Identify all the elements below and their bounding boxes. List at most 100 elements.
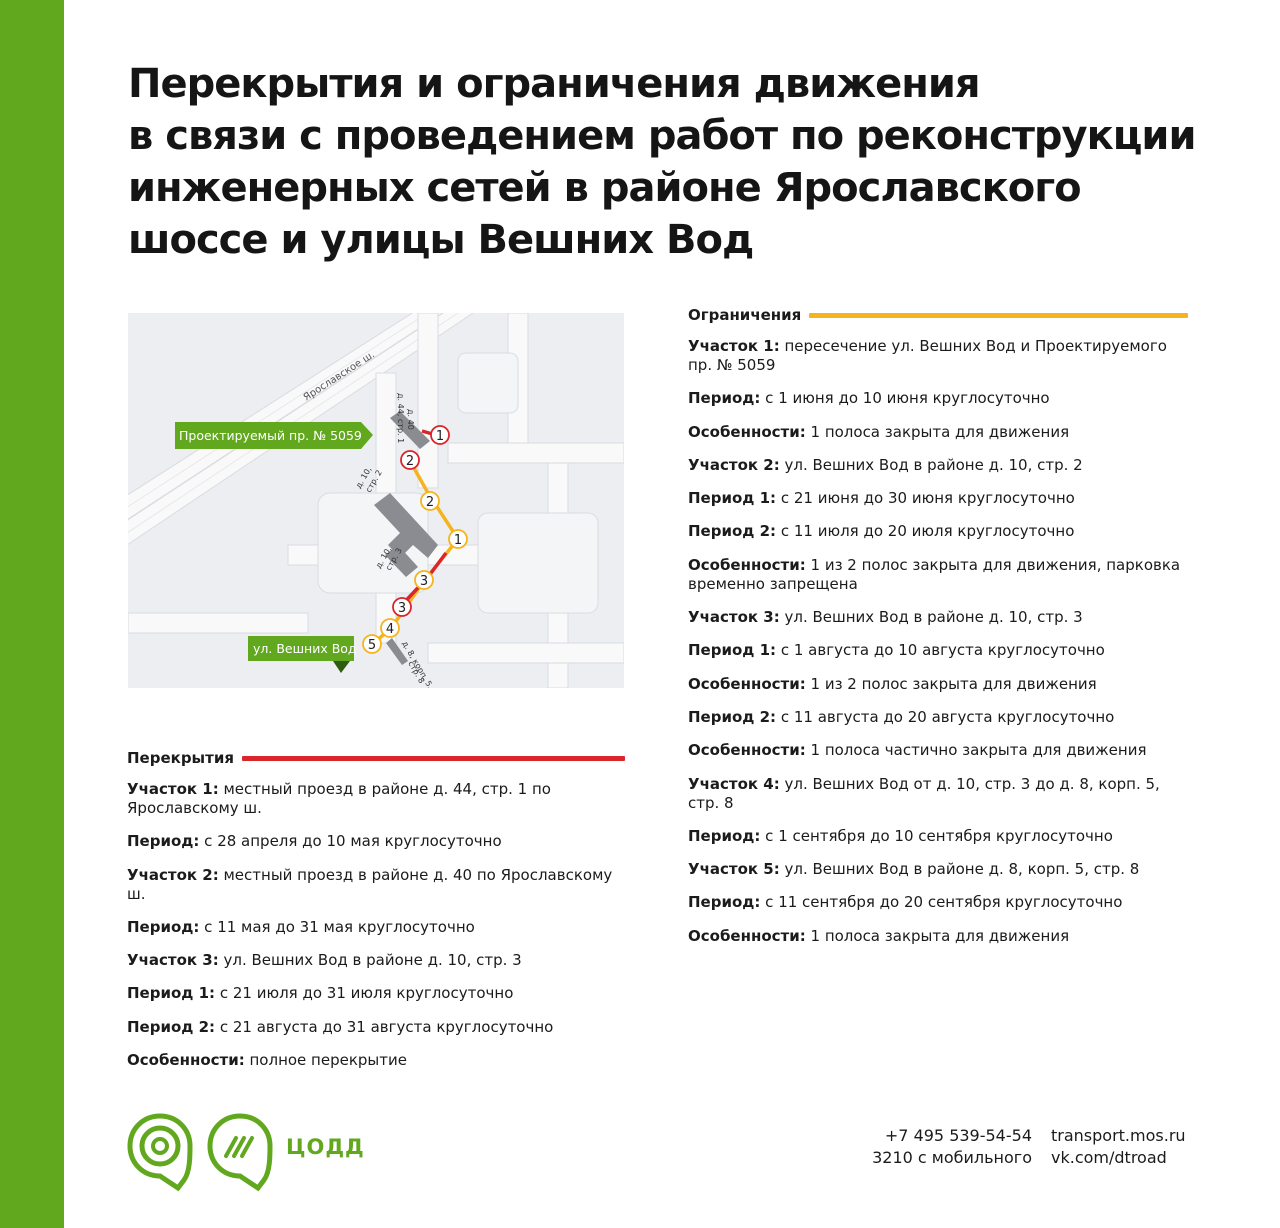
- entry-text: с 1 сентября до 10 сентября круглосуточн…: [760, 826, 1113, 845]
- entry-label: Участок 5:: [688, 860, 780, 879]
- entry-text: с 28 апреля до 10 мая круглосуточно: [199, 832, 502, 851]
- building-label: д. 40: [406, 409, 415, 430]
- page-title: Перекрытия и ограничения движения в связ…: [128, 58, 1228, 266]
- callout-projected-label: Проектируемый пр. № 5059: [179, 428, 362, 443]
- entry-text: с 21 августа до 31 августа круглосуточно: [215, 1017, 554, 1036]
- entry-text: с 11 мая до 31 мая круглосуточно: [199, 917, 475, 936]
- entry-text: с 1 июня до 10 июня круглосуточно: [760, 389, 1050, 408]
- entry-text: с 1 августа до 10 августа круглосуточно: [776, 641, 1105, 660]
- info-entry: Период: с 1 июня до 10 июня круглосуточн…: [688, 389, 1188, 408]
- building-label: д. 44, стр. 1: [396, 393, 405, 443]
- entry-label: Период 1:: [688, 489, 777, 508]
- info-entry: Участок 3: ул. Вешних Вод в районе д. 10…: [127, 951, 625, 970]
- marker-yellow-2[interactable]: 2: [420, 491, 440, 511]
- entry-label: Период:: [127, 917, 200, 936]
- restrictions-heading-text: Ограничения: [688, 305, 802, 324]
- info-entry: Период: с 28 апреля до 10 мая круглосуто…: [127, 832, 625, 851]
- marker-yellow-4[interactable]: 4: [380, 618, 400, 638]
- info-entry: Особенности: 1 полоса закрыта для движен…: [688, 423, 1188, 442]
- entry-text: ул. Вешних Вод в районе д. 10, стр. 3: [218, 951, 522, 970]
- restrictions-section: Ограничения Участок 1: пересечение ул. В…: [688, 305, 1188, 960]
- info-entry: Участок 1: местный проезд в районе д. 44…: [127, 780, 625, 818]
- info-entry: Период 1: с 21 июня до 30 июня круглосут…: [688, 489, 1188, 508]
- phone-number[interactable]: +7 495 539-54-54: [884, 1126, 1032, 1145]
- entry-text: ул. Вешних Вод в районе д. 10, стр. 3: [779, 608, 1083, 627]
- info-entry: Особенности: полное перекрытие: [127, 1051, 625, 1070]
- restrictions-heading-line: [809, 312, 1188, 318]
- logo-outer-ring: [127, 1113, 193, 1192]
- marker-yellow-1[interactable]: 1: [448, 529, 468, 549]
- info-entry: Период: с 1 сентября до 10 сентября круг…: [688, 827, 1188, 846]
- marker-number: 1: [436, 429, 444, 444]
- marker-yellow-5[interactable]: 5: [362, 634, 382, 654]
- marker-red-2[interactable]: 2: [400, 450, 420, 470]
- entry-text: ул. Вешних Вод в районе д. 10, стр. 2: [779, 455, 1083, 474]
- entry-label: Участок 1:: [127, 780, 219, 798]
- logo-inner-ring: [151, 1137, 169, 1155]
- entry-label: Особенности:: [688, 422, 806, 441]
- marker-number: 2: [426, 495, 434, 510]
- marker-number: 4: [386, 622, 394, 637]
- logo-cod-ring: [207, 1113, 273, 1192]
- info-entry: Период: с 11 сентября до 20 сентября кру…: [688, 893, 1188, 912]
- entry-text: 1 полоса закрыта для движения: [805, 926, 1070, 945]
- left-accent-bar: [0, 0, 64, 1228]
- logo-mark[interactable]: [126, 1112, 194, 1192]
- info-entry: Период 2: с 21 августа до 31 августа кру…: [127, 1018, 625, 1037]
- entry-text: с 21 июля до 31 июля круглосуточно: [215, 984, 514, 1003]
- info-entry: Период: с 11 мая до 31 мая круглосуточно: [127, 918, 625, 937]
- entry-label: Участок 2:: [127, 865, 219, 884]
- logo-cod-stripes: [224, 1136, 254, 1158]
- logo-mid-ring: [139, 1125, 181, 1167]
- entry-label: Особенности:: [688, 741, 806, 760]
- entry-text: с 21 июня до 30 июня круглосуточно: [776, 489, 1075, 508]
- entry-text: местный проезд в районе д. 44, стр. 1 по…: [127, 780, 551, 817]
- entry-label: Период 1:: [127, 984, 216, 1003]
- route-map[interactable]: Ярославское ш. д. 44, стр. 1 д. 40 д. 10…: [128, 313, 624, 688]
- info-entry: Участок 2: местный проезд в районе д. 40…: [127, 866, 625, 904]
- info-entry: Участок 2: ул. Вешних Вод в районе д. 10…: [688, 456, 1188, 475]
- entry-label: Период:: [688, 893, 761, 912]
- info-entry: Период 2: с 11 августа до 20 августа кру…: [688, 708, 1188, 727]
- entry-text: 1 из 2 полос закрыта для движения, парко…: [688, 555, 1181, 593]
- entry-label: Период 2:: [127, 1017, 216, 1036]
- closures-heading-line: [241, 755, 625, 761]
- entry-label: Особенности:: [688, 674, 806, 693]
- entry-label: Участок 3:: [688, 608, 780, 627]
- entry-text: с 11 сентября до 20 сентября круглосуточ…: [760, 893, 1123, 912]
- contacts-phone: +7 495 539-54-54 3210 с мобильного: [862, 1125, 1032, 1169]
- info-entry: Период 2: с 11 июля до 20 июля круглосут…: [688, 522, 1188, 541]
- info-entry: Период 1: с 1 августа до 10 августа круг…: [688, 641, 1188, 660]
- entry-text: местный проезд в районе д. 40 по Ярослав…: [127, 865, 613, 903]
- logo-cod-mark[interactable]: [206, 1112, 274, 1192]
- title-line: инженерных сетей в районе Ярославского: [128, 165, 1082, 211]
- entry-label: Особенности:: [688, 926, 806, 945]
- entry-label: Участок 3:: [127, 951, 219, 970]
- title-line: шоссе и улицы Вешних Вод: [128, 217, 754, 263]
- logo-text: ЦОДД: [286, 1135, 365, 1159]
- entry-label: Участок 4:: [688, 774, 780, 793]
- entry-label: Участок 2:: [688, 455, 780, 474]
- vk-link[interactable]: vk.com/dtroad: [1051, 1148, 1167, 1167]
- entry-label: Период 2:: [688, 522, 777, 541]
- entry-label: Период 2:: [688, 707, 777, 726]
- entry-text: с 11 июля до 20 июля круглосуточно: [776, 522, 1075, 541]
- entry-label: Участок 1:: [688, 337, 780, 355]
- entry-text: пересечение ул. Вешних Вод и Проектируем…: [688, 337, 1167, 374]
- info-entry: Особенности: 1 полоса закрыта для движен…: [688, 927, 1188, 946]
- callout-projected[interactable]: Проектируемый пр. № 5059: [175, 422, 373, 449]
- entry-label: Период:: [688, 389, 761, 408]
- info-entry: Участок 3: ул. Вешних Вод в районе д. 10…: [688, 608, 1188, 627]
- closures-list: Участок 1: местный проезд в районе д. 44…: [127, 780, 625, 1070]
- entry-label: Период:: [127, 832, 200, 851]
- marker-yellow-3[interactable]: 3: [414, 570, 434, 590]
- info-entry: Участок 1: пересечение ул. Вешних Вод и …: [688, 337, 1188, 375]
- entry-text: 1 полоса закрыта для движения: [805, 422, 1070, 441]
- marker-red-1[interactable]: 1: [430, 425, 450, 445]
- entry-text: с 11 августа до 20 августа круглосуточно: [776, 707, 1115, 726]
- entry-label: Особенности:: [688, 555, 806, 574]
- callout-street[interactable]: ул. Вешних Вод: [248, 636, 357, 673]
- site-link[interactable]: transport.mos.ru: [1051, 1126, 1186, 1145]
- marker-red-3[interactable]: 3: [392, 597, 412, 617]
- info-entry: Участок 4: ул. Вешних Вод от д. 10, стр.…: [688, 775, 1188, 813]
